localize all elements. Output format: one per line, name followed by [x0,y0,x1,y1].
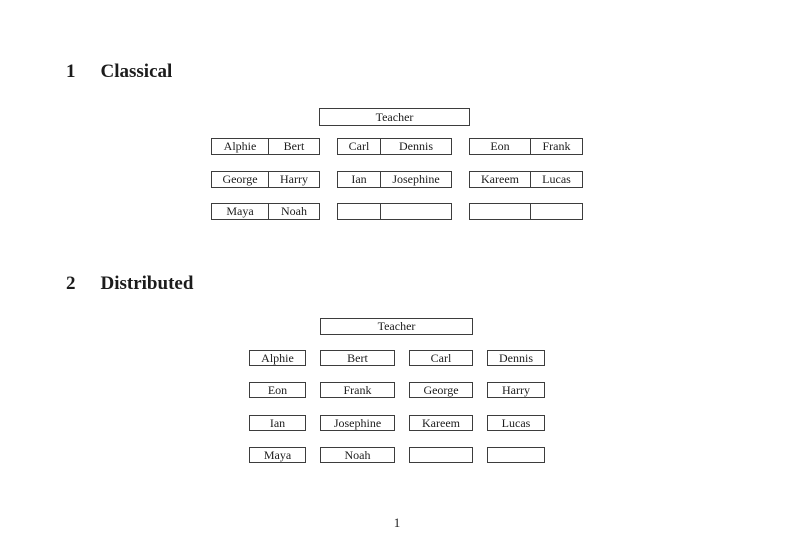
seat-box: Noah [320,447,395,463]
desk: Eon Frank [469,138,583,155]
seat-box: Alphie [249,350,306,366]
desk-seat: Dennis [399,139,433,153]
section-title: Distributed [100,273,194,294]
desk-seat: Bert [283,139,305,153]
seat-box: Eon [249,382,306,398]
desk [337,203,452,220]
desk: Alphie Bert [211,138,320,155]
desk: Carl Dennis [337,138,452,155]
seat-box: Maya [249,447,306,463]
desk: Maya Noah [211,203,320,220]
desk-seat: Lucas [542,172,571,186]
section-number: 2 [66,273,76,294]
desk-seat: Noah [281,204,307,218]
teacher-box: Teacher [319,108,470,126]
desk-seat [470,204,531,219]
desk-seat: Frank [542,139,571,153]
seat-box: Josephine [320,415,395,431]
seat-box: George [409,382,473,398]
desk-seat [338,204,381,219]
seat-box: Ian [249,415,306,431]
desk-seat: Alphie [212,139,269,154]
teacher-box: Teacher [320,318,473,335]
desk-seat: Maya [212,204,269,219]
seat-box [487,447,545,463]
desk: Kareem Lucas [469,171,583,188]
seat-box: Carl [409,350,473,366]
desk [469,203,583,220]
desk-seat: George [212,172,269,187]
desk: Ian Josephine [337,171,452,188]
seat-box: Bert [320,350,395,366]
section-number: 1 [66,61,76,82]
desk-seat: Kareem [470,172,531,187]
seat-box: Lucas [487,415,545,431]
seat-box: Frank [320,382,395,398]
seat-box: Kareem [409,415,473,431]
desk-seat [381,204,451,219]
desk-seat: Josephine [392,172,440,186]
desk-seat: Ian [338,172,381,187]
desk: George Harry [211,171,320,188]
seat-box [409,447,473,463]
section-heading-distributed: 2 Distributed [66,273,193,296]
section-title: Classical [100,61,173,82]
seat-box: Dennis [487,350,545,366]
desk-seat [531,204,582,219]
section-heading-classical: 1 Classical [66,61,172,84]
desk-seat: Harry [280,172,308,186]
seat-box: Harry [487,382,545,398]
desk-seat: Carl [338,139,381,154]
page-number: 1 [393,515,401,530]
desk-seat: Eon [470,139,531,154]
